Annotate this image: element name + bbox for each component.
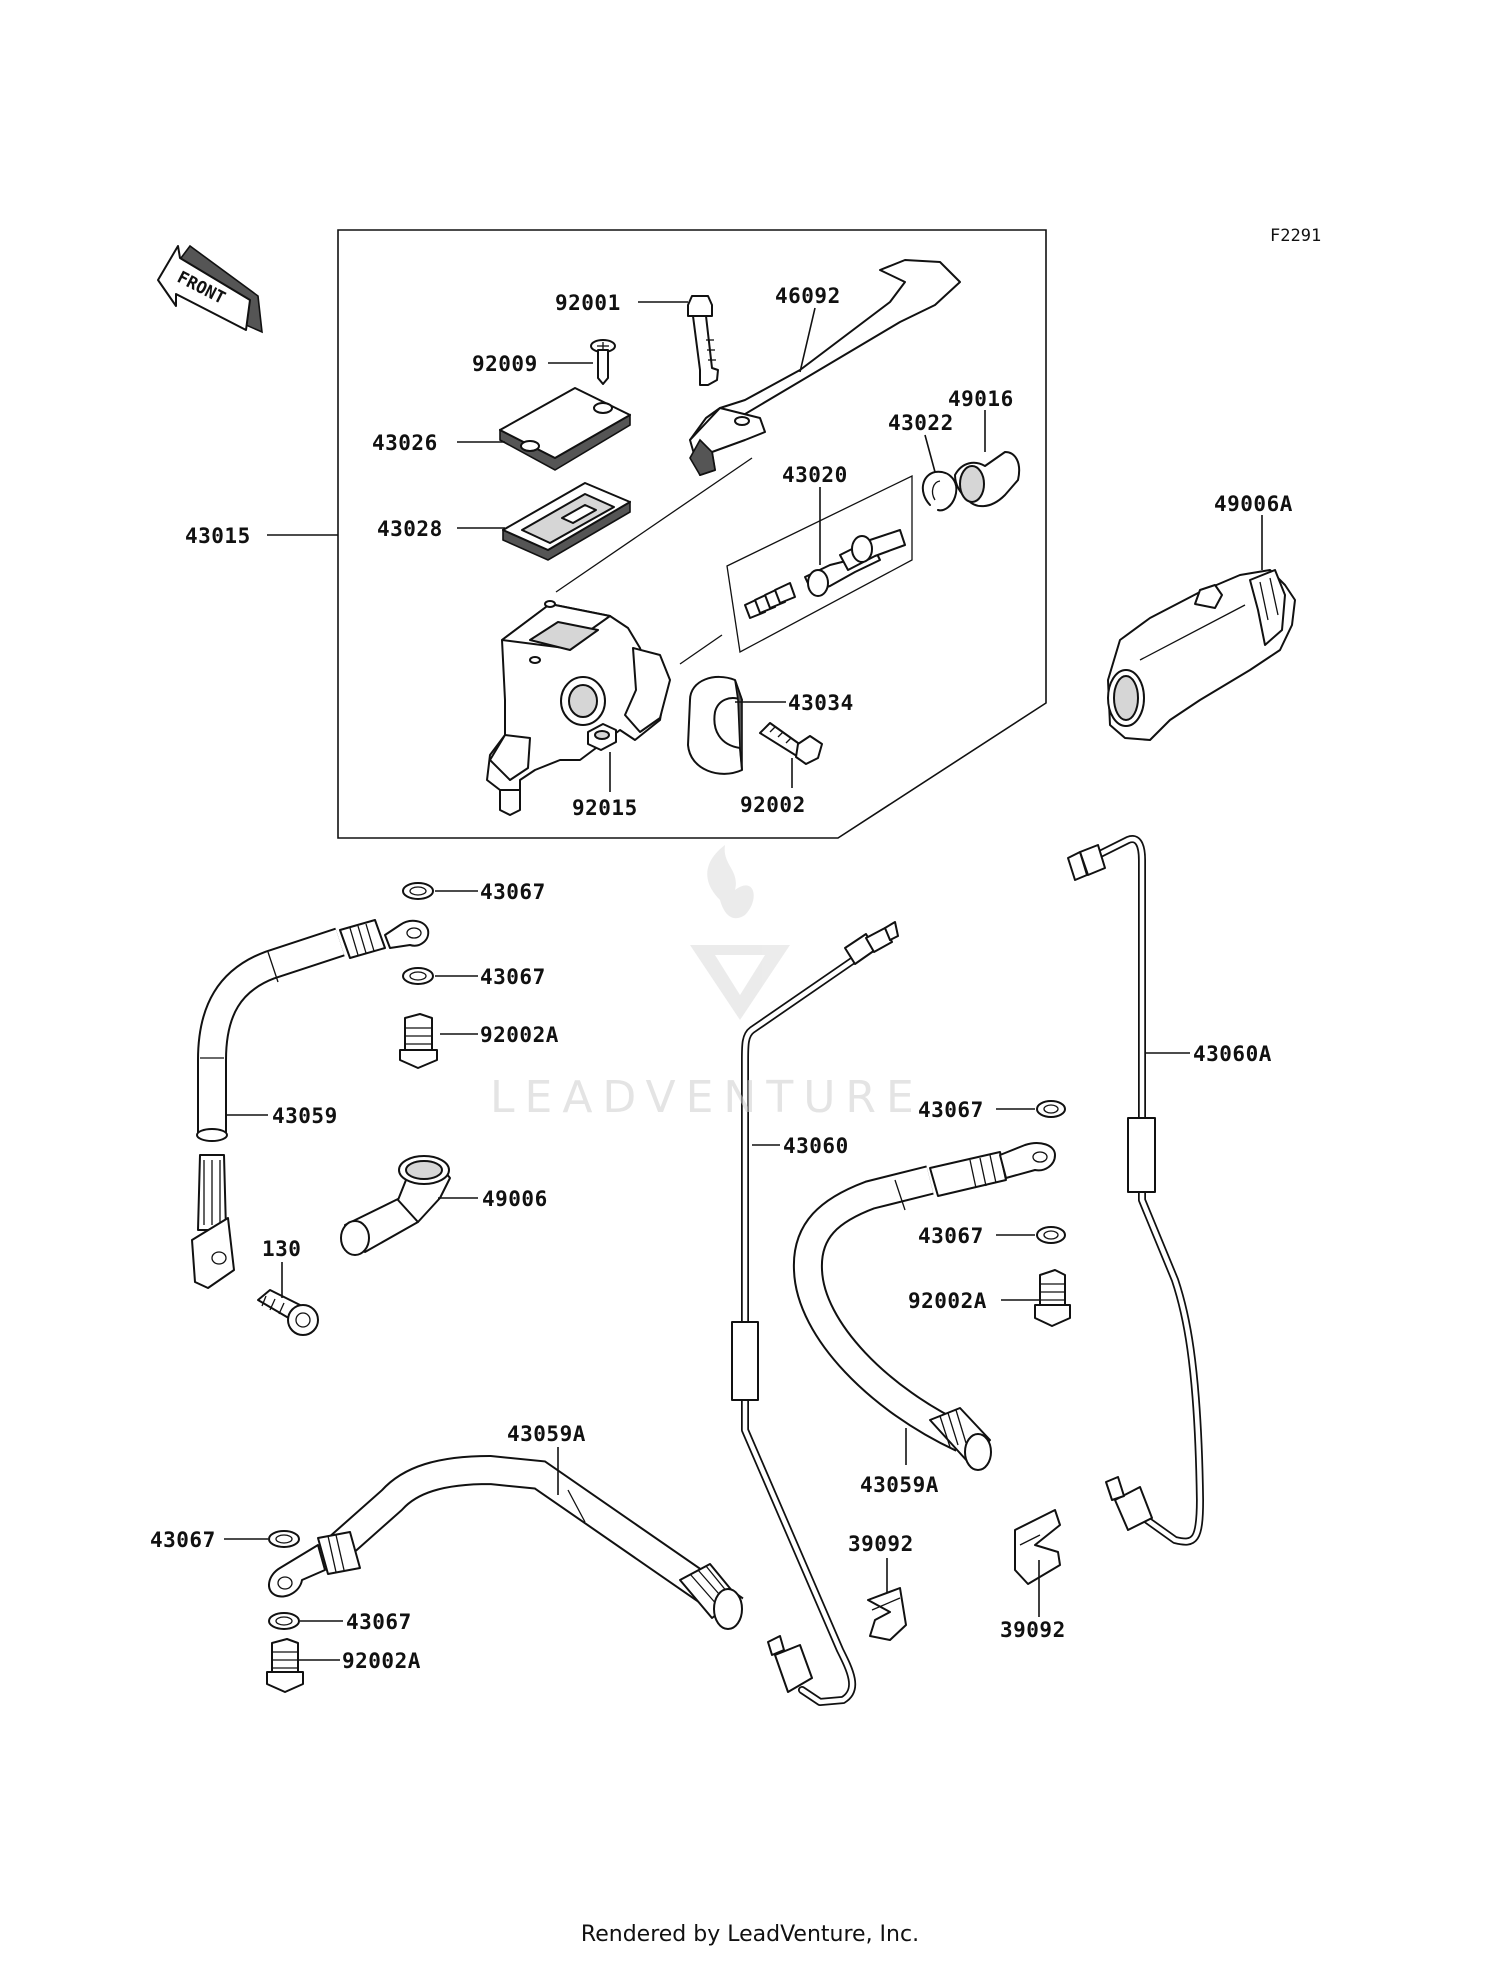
washer-43067-b[interactable] bbox=[402, 967, 434, 985]
label-43020: 43020 bbox=[782, 463, 848, 487]
reservoir-cap[interactable] bbox=[499, 387, 631, 471]
clip-39092-b[interactable] bbox=[1014, 1509, 1061, 1585]
washer-43067-c[interactable] bbox=[1036, 1100, 1066, 1118]
label-43034: 43034 bbox=[788, 691, 854, 715]
label-43026: 43026 bbox=[372, 431, 438, 455]
label-92015: 92015 bbox=[572, 796, 638, 820]
label-43067-f: 43067 bbox=[346, 1610, 412, 1634]
washer-43067-f[interactable] bbox=[268, 1612, 300, 1630]
label-43059A-b: 43059A bbox=[860, 1473, 939, 1497]
brake-hose-43059A-bottom[interactable] bbox=[268, 1454, 744, 1630]
label-43022: 43022 bbox=[888, 411, 954, 435]
diaphragm[interactable] bbox=[502, 482, 631, 561]
piston-kit[interactable] bbox=[726, 474, 913, 654]
bolt-92001[interactable] bbox=[687, 295, 719, 386]
label-92001: 92001 bbox=[555, 291, 621, 315]
screw-92009[interactable] bbox=[590, 339, 616, 385]
figure-code: F2291 bbox=[1270, 226, 1321, 246]
label-43067-d: 43067 bbox=[918, 1224, 984, 1248]
label-43028: 43028 bbox=[377, 517, 443, 541]
boot-49016[interactable] bbox=[954, 451, 1021, 508]
front-arrow-icon: FRONT bbox=[157, 244, 263, 334]
reservoir-49006A[interactable] bbox=[1107, 569, 1296, 741]
washer-43067-d[interactable] bbox=[1036, 1226, 1066, 1244]
washer-43067-a[interactable] bbox=[402, 882, 434, 900]
label-43067-c: 43067 bbox=[918, 1098, 984, 1122]
label-92002A-b: 92002A bbox=[908, 1289, 987, 1313]
label-43067-e: 43067 bbox=[150, 1528, 216, 1552]
label-92002A-a: 92002A bbox=[480, 1023, 559, 1047]
label-43060: 43060 bbox=[783, 1134, 849, 1158]
label-49006A: 49006A bbox=[1214, 492, 1293, 516]
label-49006: 49006 bbox=[482, 1187, 548, 1211]
clip-39092-a[interactable] bbox=[867, 1587, 907, 1641]
watermark-text: LEADVENTURE bbox=[490, 1072, 924, 1123]
label-92002A-c: 92002A bbox=[342, 1649, 421, 1673]
label-46092: 46092 bbox=[775, 284, 841, 308]
banjo-bolt-92002A-a[interactable] bbox=[399, 1013, 438, 1069]
brake-pipe-43060A[interactable] bbox=[1067, 835, 1204, 1546]
assembly-box bbox=[337, 229, 1047, 839]
master-cylinder-body[interactable] bbox=[486, 600, 671, 816]
banjo-bolt-92002A-c[interactable] bbox=[266, 1638, 304, 1693]
watermark-logo bbox=[690, 845, 790, 1020]
brake-lever[interactable] bbox=[689, 259, 961, 476]
label-39092-a: 39092 bbox=[848, 1532, 914, 1556]
nut-92015[interactable] bbox=[587, 723, 617, 751]
bolt-130[interactable] bbox=[257, 1289, 319, 1336]
footer-credit: Rendered by LeadVenture, Inc. bbox=[580, 1922, 920, 1947]
bolt-92002[interactable] bbox=[759, 722, 823, 765]
boot-49006[interactable] bbox=[340, 1155, 451, 1256]
part-labels: 43015 92001 46092 92009 43026 43028 4302… bbox=[150, 284, 1293, 1673]
label-43067-a: 43067 bbox=[480, 880, 546, 904]
label-92002: 92002 bbox=[740, 793, 806, 817]
label-43015: 43015 bbox=[185, 524, 251, 548]
brake-hose-43059[interactable] bbox=[191, 919, 430, 1289]
clamp-43034[interactable] bbox=[687, 675, 743, 775]
washer-43067-e[interactable] bbox=[268, 1530, 300, 1548]
label-49016: 49016 bbox=[948, 387, 1014, 411]
brake-hose-43059A-right[interactable] bbox=[792, 1142, 1056, 1471]
banjo-bolt-92002A-b[interactable] bbox=[1034, 1269, 1071, 1327]
label-43059A-a: 43059A bbox=[507, 1422, 586, 1446]
label-130: 130 bbox=[262, 1237, 301, 1261]
label-43067-b: 43067 bbox=[480, 965, 546, 989]
label-43060A: 43060A bbox=[1193, 1042, 1272, 1066]
brake-pipe-43060[interactable] bbox=[731, 921, 899, 1706]
label-43059: 43059 bbox=[272, 1104, 338, 1128]
label-92009: 92009 bbox=[472, 352, 538, 376]
leader-lines bbox=[224, 301, 1263, 1661]
label-39092-b: 39092 bbox=[1000, 1618, 1066, 1642]
circlip[interactable] bbox=[921, 470, 958, 512]
